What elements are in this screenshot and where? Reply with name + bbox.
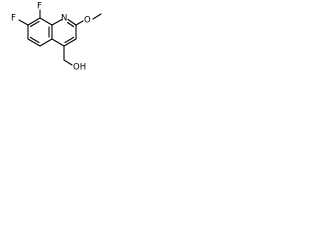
- bond-c7-c8-inner: [29, 20, 40, 28]
- bond-c7-f: [18, 19, 29, 26]
- chemical-structure-diagram: F F N O OH: [11, 2, 102, 73]
- atom-label-hydroxyl: OH: [73, 63, 86, 73]
- bond-c5-c6-inner: [29, 36, 40, 44]
- bond-c3-c4: [63, 38, 77, 47]
- atom-label-fluorine-7: F: [11, 14, 16, 24]
- bond-c8-c8a: [39, 17, 53, 26]
- bond-c3-c4-inner: [64, 36, 75, 44]
- bond-c8a-n1: [51, 18, 63, 26]
- benzene-ring: [27, 17, 53, 47]
- bond-o-ch3: [92, 13, 102, 20]
- bond-n1-c2-inner: [66, 21, 75, 28]
- pyridine-ring: [51, 18, 77, 47]
- bond-ch2-oh: [63, 59, 73, 66]
- substituent-bonds: [18, 9, 102, 66]
- atom-labels: F F N O OH: [11, 2, 91, 73]
- bond-c7-c8: [27, 17, 41, 26]
- bond-c5-c6: [27, 38, 41, 47]
- atom-label-fluorine-8: F: [37, 2, 42, 12]
- bond-c4a-c5: [39, 38, 53, 47]
- bond-c4-c4a: [51, 38, 65, 47]
- bond-c2-o: [75, 20, 84, 26]
- atom-label-nitrogen: N: [61, 14, 67, 24]
- atom-label-methoxy-oxygen: O: [84, 16, 91, 26]
- bond-n1-c2: [67, 18, 77, 26]
